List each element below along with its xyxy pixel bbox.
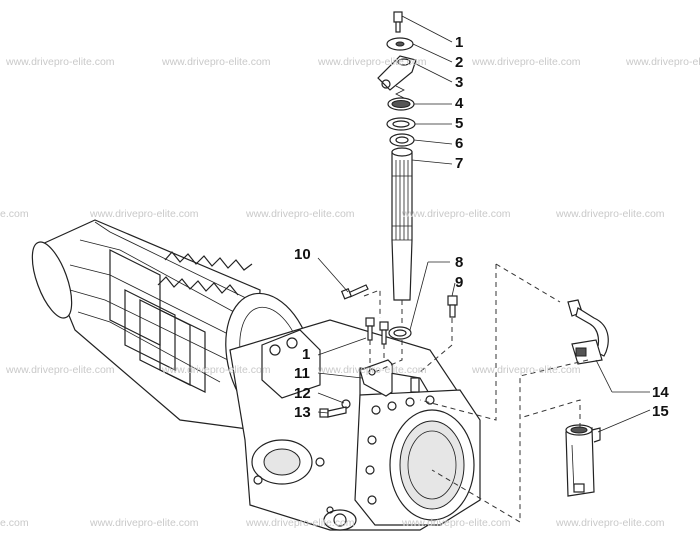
kingpin-stack [377,11,417,340]
watermark-text: www.drivepro-elite.com [318,56,427,68]
assembly-guide-lines [363,263,589,523]
watermark-text: www.drivepro-elite.com [162,364,271,376]
callout-label: 4 [455,95,464,112]
callout-label: 13 [294,404,311,421]
watermark-text: e.com [0,208,29,220]
leader-lines [317,15,651,433]
callout-label: 11 [294,365,310,382]
watermark-text: www.drivepro-elite.com [246,208,355,220]
axle-tube-housing [31,219,315,431]
callout-label: 9 [455,274,464,291]
callout-label: 6 [455,135,464,152]
sensor-assembly [565,299,609,497]
callout-label: 5 [455,115,464,132]
callout-label: 1 [455,34,464,51]
watermark-text: www.drivepro-elite.com [556,208,665,220]
callout-label: 15 [652,403,669,420]
watermark-text: www.drivepro-elite.com [90,208,199,220]
callout-label: 8 [455,254,464,271]
watermark-text: e.com [0,517,29,529]
callout-label: 10 [294,246,311,263]
watermark-text: www.drivepro-elite.com [402,208,511,220]
watermark-text: www.drivepro-elite.com [246,517,355,529]
watermark-text: www.drivepro-elite.com [402,517,511,529]
watermark-text: www.drivepro-elite.com [472,364,581,376]
callout-label: 1 [302,346,311,363]
fasteners [319,284,458,418]
watermark-text: www.drivepro-elite.com [162,56,271,68]
watermark-text: www.drivepro-elite.com [556,517,665,529]
watermark-text: www.drivepro-elite.com [6,364,115,376]
knuckle-housing [229,319,481,531]
watermark-text: www.drivepro-elite.com [6,56,115,68]
watermark-text: www.drivepro-elite.com [318,364,427,376]
callout-label: 3 [455,74,464,91]
callout-label: 14 [652,384,669,401]
watermark-text: www.drivepro-elite.com [90,517,199,529]
callout-label: 12 [294,385,311,402]
watermark-text: www.drivepro-elite.com [472,56,581,68]
callout-label: 7 [455,155,464,172]
callout-label: 2 [455,54,464,71]
watermark-text: www.drivepro-elite.com [626,56,700,68]
